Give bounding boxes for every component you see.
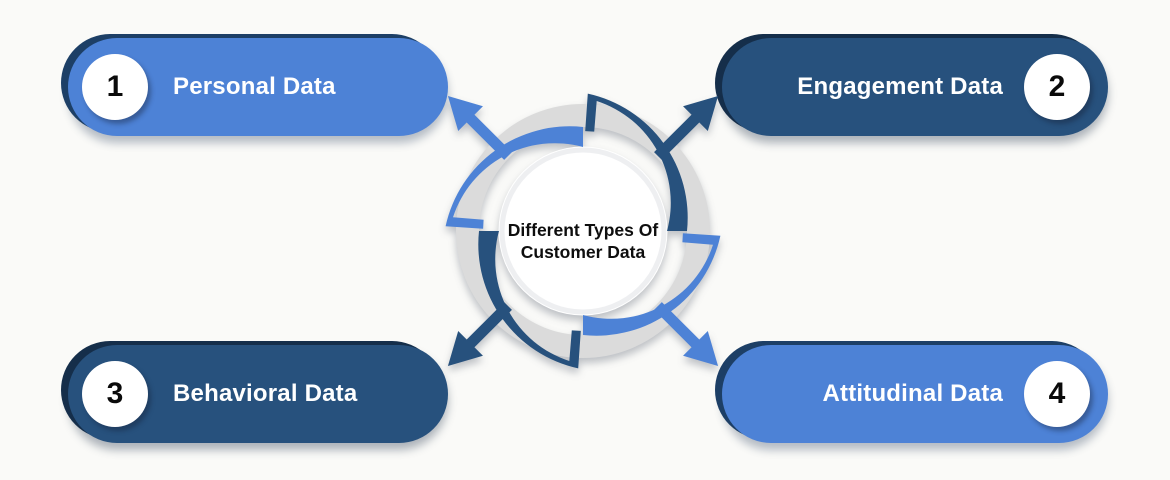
number-text: 1 xyxy=(106,70,124,103)
pill-label: Behavioral Data xyxy=(173,380,358,407)
pill-label: Personal Data xyxy=(173,73,336,100)
diagram-title: Different Types Of Customer Data xyxy=(468,219,698,263)
hub-circle xyxy=(498,146,668,316)
number-text: 4 xyxy=(1048,377,1066,410)
number-text: 2 xyxy=(1048,70,1066,103)
cycle-arrows-graphic xyxy=(435,83,731,379)
pill-personal-data: 1 Personal Data xyxy=(68,38,448,136)
number-badge: 3 xyxy=(82,361,148,427)
number-badge: 4 xyxy=(1024,361,1090,427)
pill-label: Engagement Data xyxy=(797,73,1003,100)
pill-behavioral-data: 3 Behavioral Data xyxy=(68,345,448,443)
diagram-title-line2: Customer Data xyxy=(520,242,646,262)
pill-attitudinal-data: Attitudinal Data 4 xyxy=(722,345,1108,443)
hub-inner-shadow xyxy=(499,147,667,315)
number-text: 3 xyxy=(106,377,124,410)
base-ring xyxy=(456,104,710,358)
number-badge: 1 xyxy=(82,54,148,120)
pill-engagement-data: Engagement Data 2 xyxy=(722,38,1108,136)
diagram-title-line1: Different Types Of xyxy=(507,220,659,240)
pill-label: Attitudinal Data xyxy=(822,380,1003,407)
number-badge: 2 xyxy=(1024,54,1090,120)
